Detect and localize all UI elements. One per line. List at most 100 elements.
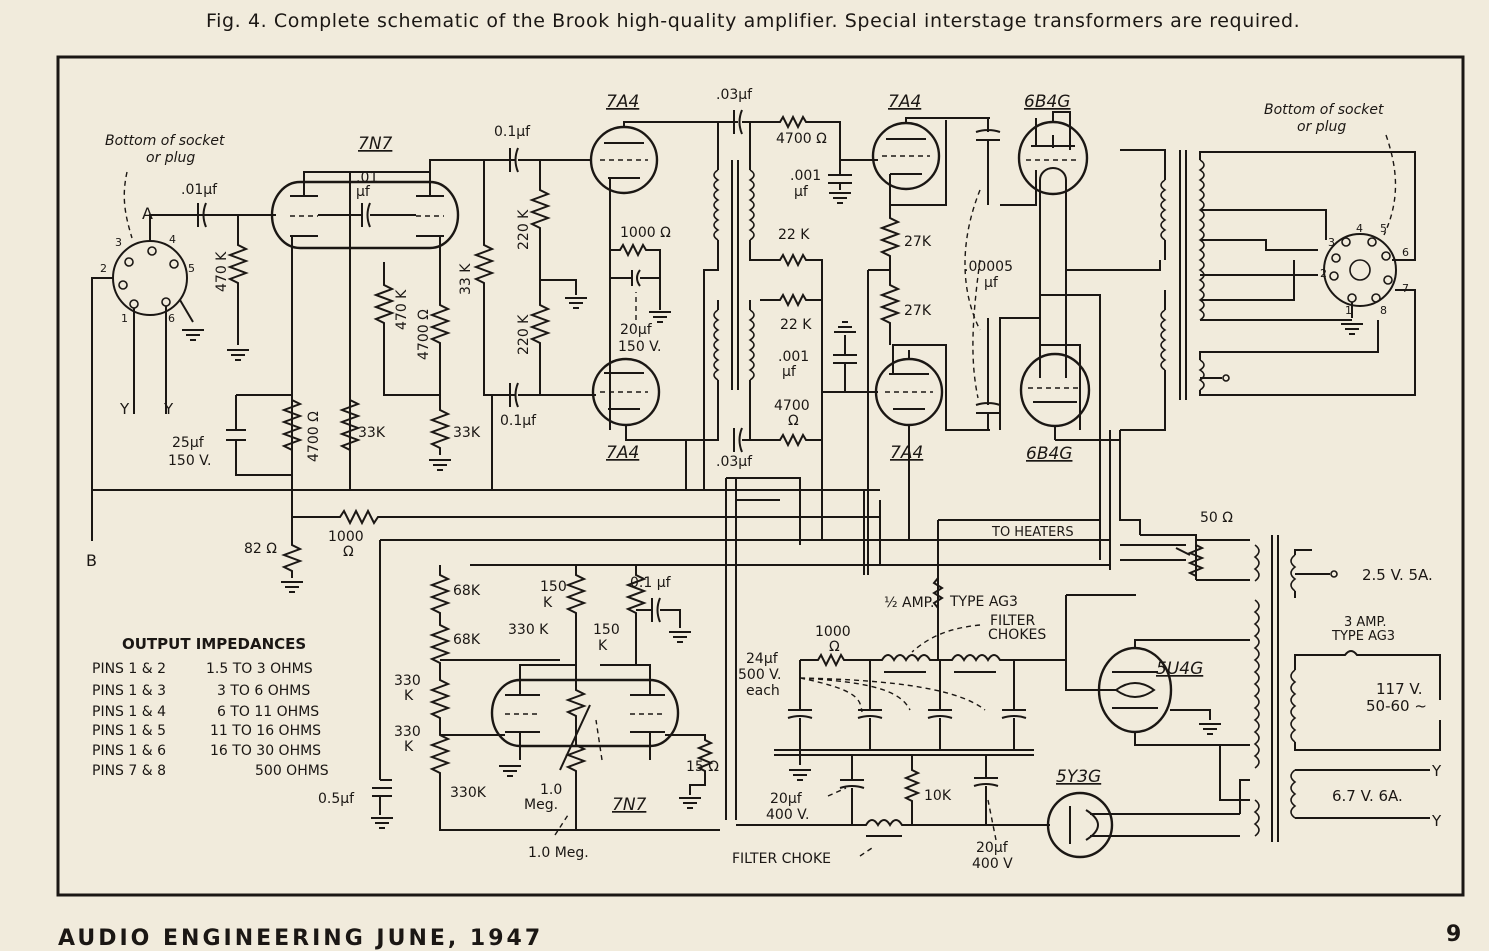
impedance-pins: PINS 7 & 8 bbox=[92, 763, 166, 779]
tube-rect2-5y3g bbox=[1046, 745, 1250, 859]
label-r-330k-b: 330 bbox=[394, 673, 421, 689]
label-r-1000-k: 1000 Ω bbox=[620, 225, 671, 241]
label-rect2: 5Y3G bbox=[1056, 767, 1101, 787]
out-pin-6: 6 bbox=[1402, 246, 1409, 259]
tube-v2b-7a4 bbox=[591, 357, 686, 441]
label-r-4700-bot-u: Ω bbox=[788, 413, 799, 429]
v1-b-network bbox=[373, 160, 516, 490]
output-socket bbox=[1323, 134, 1397, 335]
out-pin-8: 8 bbox=[1380, 304, 1387, 317]
input-coupling bbox=[197, 202, 276, 361]
impedance-table-title: OUTPUT IMPEDANCES bbox=[122, 635, 306, 653]
label-r-27k-a: 27K bbox=[904, 234, 932, 250]
tube-v3a-7a4 bbox=[871, 117, 990, 206]
label-r-1meg-a-u: Meg. bbox=[524, 797, 558, 813]
label-v3b: 7A4 bbox=[890, 443, 923, 463]
label-c-24-v: 500 V. bbox=[738, 667, 781, 683]
out-pin-2: 2 bbox=[1320, 267, 1327, 280]
tube-v3b-7a4 bbox=[874, 344, 990, 540]
label-r-150k-a-u: K bbox=[543, 595, 553, 611]
label-r-220k-a: 220 K bbox=[516, 209, 532, 250]
out-pin-4: 4 bbox=[1356, 222, 1363, 235]
tube-v4a-6b4g bbox=[1000, 111, 1089, 206]
label-r-33k-b: 33K bbox=[453, 425, 481, 441]
interstage-transformer bbox=[685, 122, 760, 490]
label-r-22k-bot: 22 K bbox=[780, 317, 812, 333]
out-pin-3: 3 bbox=[1328, 236, 1335, 249]
label-mains: 117 V. bbox=[1376, 680, 1423, 698]
output-socket-note-2: or plug bbox=[1297, 119, 1346, 135]
input-socket-note-2: or plug bbox=[146, 150, 195, 166]
label-r-15: 15 Ω bbox=[686, 759, 719, 775]
label-r-27k-b: 27K bbox=[904, 303, 932, 319]
label-fuse-type: TYPE AG3 bbox=[949, 594, 1018, 610]
input-socket-note-1: Bottom of socket bbox=[105, 133, 225, 149]
label-r-10k: 10K bbox=[924, 788, 952, 804]
label-pot-50: 50 Ω bbox=[1200, 510, 1233, 526]
label-r-330k-d: 330K bbox=[450, 785, 487, 801]
label-r-33k-a: 33K bbox=[358, 425, 386, 441]
label-r-82: 82 Ω bbox=[244, 541, 277, 557]
impedance-value: 1.5 TO 3 OHMS bbox=[206, 661, 313, 677]
impedance-pins: PINS 1 & 2 bbox=[92, 661, 166, 677]
impedance-value: 3 TO 6 OHMS bbox=[217, 683, 310, 699]
v1-cathode-network bbox=[92, 394, 880, 593]
impedance-pins: PINS 1 & 6 bbox=[92, 743, 166, 759]
label-v4a: 6B4G bbox=[1024, 92, 1070, 112]
label-mains-f: 50-60 ~ bbox=[1366, 697, 1427, 715]
label-filter-chokes-b: CHOKES bbox=[988, 627, 1046, 643]
label-r-330k-b-u: K bbox=[404, 688, 414, 704]
out-pin-1: 1 bbox=[1345, 304, 1352, 317]
impedance-pins: PINS 1 & 5 bbox=[92, 723, 166, 739]
label-r-150k-b: 150 bbox=[593, 622, 620, 638]
output-transformer bbox=[1120, 149, 1416, 431]
v2-cathode-network bbox=[610, 242, 672, 323]
supply-bus bbox=[379, 430, 1250, 820]
label-c-20-ps1-v: 400 V. bbox=[766, 807, 809, 823]
label-c-03-top: .03µf bbox=[716, 87, 753, 103]
label-fuse-3-type: TYPE AG3 bbox=[1331, 629, 1395, 644]
label-filter-choke: FILTER CHOKE bbox=[732, 851, 831, 867]
input-socket bbox=[91, 171, 240, 541]
label-c-20-ps1: 20µf bbox=[770, 791, 803, 807]
tube-v5-7n7 bbox=[490, 664, 680, 777]
footer-page-number: 9 bbox=[1446, 922, 1462, 947]
impedance-value: 500 OHMS bbox=[255, 763, 329, 779]
power-supply-filter bbox=[774, 577, 1136, 781]
label-c-001-top-u: µf bbox=[794, 184, 809, 200]
pin-5: 5 bbox=[188, 262, 195, 275]
label-r-4700-top: 4700 Ω bbox=[776, 131, 827, 147]
figure-caption: Fig. 4. Complete schematic of the Brook … bbox=[206, 10, 1301, 32]
label-c-00005-u: µf bbox=[984, 275, 999, 291]
pin-3: 3 bbox=[115, 236, 122, 249]
impedance-value: 16 TO 30 OHMS bbox=[210, 743, 321, 759]
label-c-25v: 150 V. bbox=[168, 453, 211, 469]
label-rect1: 5U4G bbox=[1156, 659, 1203, 679]
terminal-b: B bbox=[86, 551, 97, 570]
label-r-1000-ps-u: Ω bbox=[829, 639, 840, 655]
label-r-22k-top: 22 K bbox=[778, 227, 810, 243]
v3-plate-network bbox=[867, 205, 901, 575]
power-transformer bbox=[1253, 535, 1441, 842]
footer-publication: AUDIO ENGINEERING JUNE, 1947 bbox=[58, 926, 544, 951]
label-c-20-ps2: 20µf bbox=[976, 840, 1009, 856]
label-to-heaters: TO HEATERS bbox=[991, 525, 1074, 540]
label-c-01-bot: 0.1µf bbox=[500, 413, 537, 429]
label-r-150k-a: 150 bbox=[540, 579, 567, 595]
label-r-330k-c-u: K bbox=[404, 739, 414, 755]
v5-network bbox=[370, 565, 720, 836]
label-r-68k-b: 68K bbox=[453, 632, 481, 648]
label-c-001-top: .001 bbox=[790, 168, 821, 184]
label-v5: 7N7 bbox=[612, 795, 647, 815]
tube-v2a-7a4 bbox=[589, 121, 738, 430]
label-v3a: 7A4 bbox=[888, 92, 921, 112]
label-c-in: .01µf bbox=[181, 182, 218, 198]
terminal-a: A bbox=[142, 204, 153, 223]
power-supply-second bbox=[736, 755, 1050, 857]
label-c-03-bot: .03µf bbox=[716, 454, 753, 470]
label-r-4700-b: 4700 Ω bbox=[416, 309, 432, 360]
phase-network bbox=[733, 109, 878, 540]
terminal-y-heater-2: Y bbox=[1431, 812, 1442, 830]
impedance-pins: PINS 1 & 3 bbox=[92, 683, 166, 699]
